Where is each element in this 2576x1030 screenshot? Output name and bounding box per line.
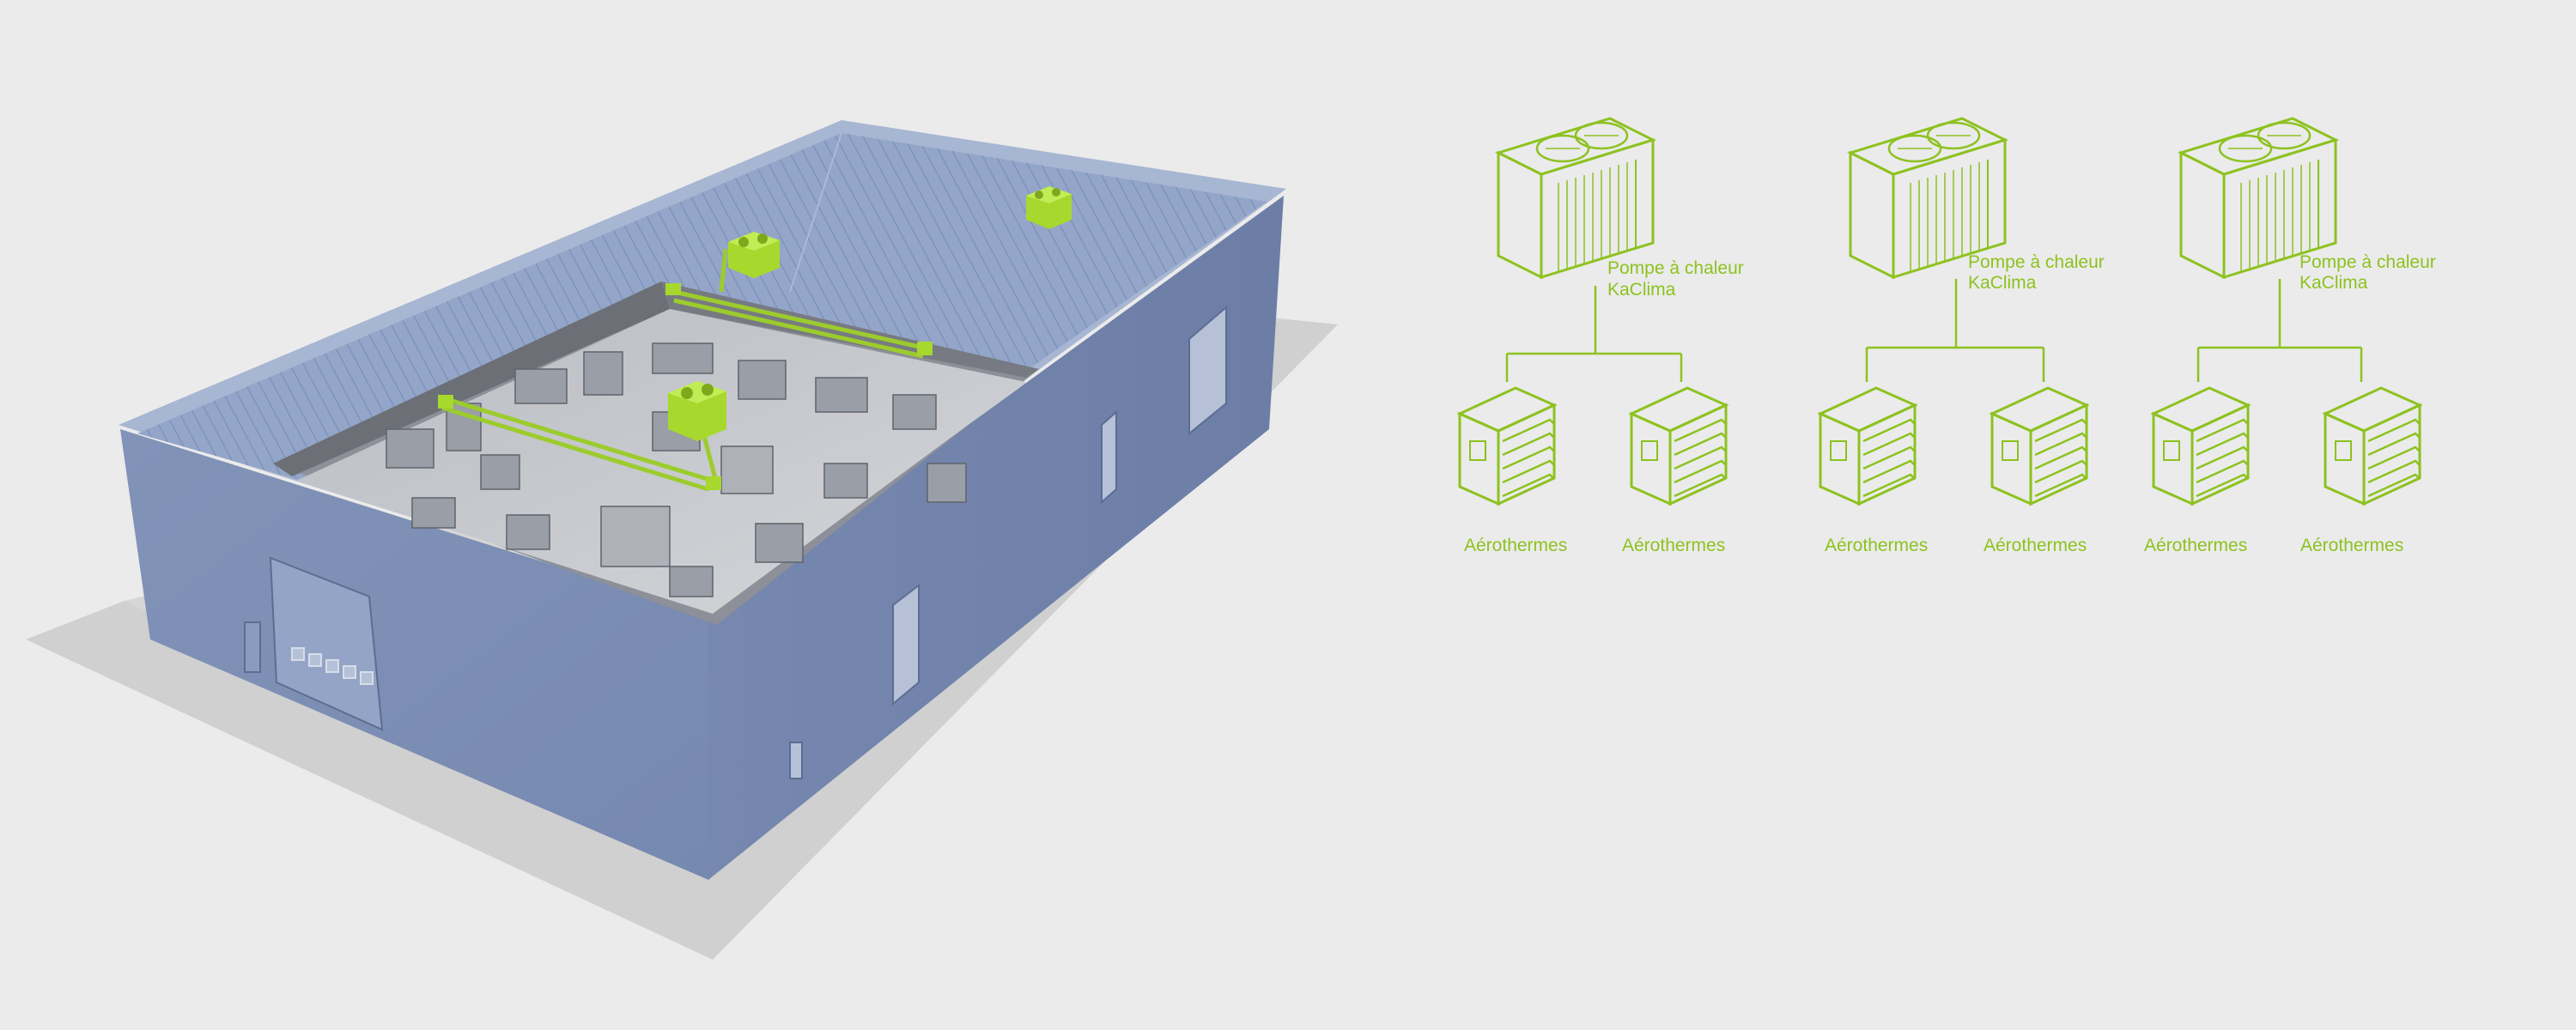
heat-pump-icon: [1497, 117, 1655, 279]
rooftop-heat-pump-units: [438, 186, 1072, 490]
aerotherm-icon: [2324, 386, 2421, 506]
aerotherm-label: Aérothermes: [1984, 536, 2087, 555]
heat-pump-label-line2: KaClima: [2300, 273, 2368, 293]
aerotherm-icon: [1819, 386, 1917, 506]
building-side-wall: [708, 196, 1284, 880]
aerotherm-label: Aérothermes: [1622, 536, 1725, 555]
heat-pump-system-3: Pompe à chaleur KaClima Aérothermes Aéro…: [2144, 117, 2436, 555]
industrial-building-illustration: [26, 120, 1338, 960]
aerotherm-label: Aérothermes: [1464, 536, 1567, 555]
heat-pump-system-1: Pompe à chaleur KaClima Aérothermes Aéro…: [1458, 117, 1744, 555]
connector-lines: [1865, 279, 2045, 382]
building-front-wall: [120, 429, 708, 880]
aerotherm-label: Aérothermes: [1825, 536, 1928, 555]
heat-pump-system-2: Pompe à chaleur KaClima Aérothermes Aéro…: [1819, 117, 2105, 555]
heat-pump-label-line2: KaClima: [1968, 273, 2037, 293]
heat-pump-label-line1: Pompe à chaleur: [1607, 258, 1744, 278]
heat-pump-label-line1: Pompe à chaleur: [1968, 252, 2105, 272]
aerotherm-label: Aérothermes: [2300, 536, 2403, 555]
heat-pump-label-line1: Pompe à chaleur: [2300, 252, 2436, 272]
aerotherm-icon: [2152, 386, 2250, 506]
side-wall-openings: [789, 305, 1227, 779]
heat-pump-distribution-diagram: Pompe à chaleur KaClima Aérothermes Aéro…: [1458, 117, 2436, 555]
aerotherm-icon: [1990, 386, 2088, 506]
aerotherm-icon: [1458, 386, 1556, 506]
front-wall-doors: [244, 556, 384, 731]
connector-lines: [2196, 279, 2363, 382]
factory-machinery: [386, 342, 967, 597]
aerotherm-label: Aérothermes: [2144, 536, 2247, 555]
heat-pump-label-line2: KaClima: [1607, 280, 1676, 300]
connector-lines: [1505, 286, 1683, 382]
aerotherm-icon: [1630, 386, 1728, 506]
